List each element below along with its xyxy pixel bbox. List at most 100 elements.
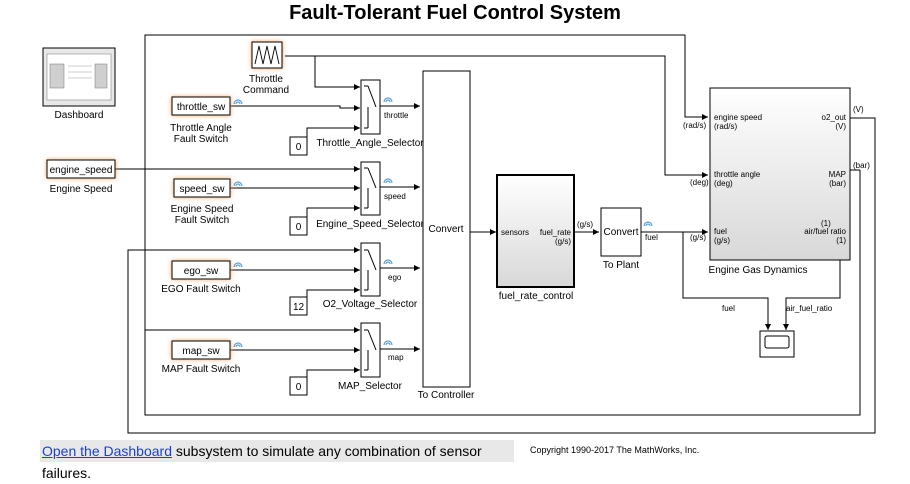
o2-voltage-selector[interactable]: O2_Voltage_Selector [323,242,418,310]
signal-label-throttle: throttle [384,111,409,120]
egd-port-map-unit: (bar) [829,179,846,188]
egd-port-throttle-angle: throttle angle [714,170,761,179]
frc-input-port: sensors [501,228,529,237]
constant-speed[interactable]: 0 [289,216,308,236]
speed-sw-block[interactable]: speed_sw Engine Speed Fault Switch [171,178,234,226]
scope-icon [764,335,790,349]
convert-label: Convert [428,224,463,235]
throttle-command-label-2: Command [243,85,289,96]
egd-port-afr-unit: (1) [836,236,846,245]
map-sw-label: map_sw [182,346,220,357]
egd-port-o2-out-unit: (V) [835,122,846,131]
wireless-icon [383,340,393,346]
wireless-icon [383,178,393,184]
constant-throttle-value: 0 [296,142,302,153]
open-dashboard-link[interactable]: Open the Dashboard [42,443,172,459]
egd-port-fuel: fuel [714,227,727,236]
egd-port-fuel-unit: (g/s) [714,236,730,245]
signal-unit-gs2: (g/s) [690,233,706,242]
convert-small-label: Convert [603,227,638,238]
signal-unit-bar: (bar) [853,161,870,170]
o2-selector-label: O2_Voltage_Selector [323,299,418,310]
to-plant-block[interactable]: Convert To Plant [600,207,642,271]
ego-sw-label: ego_sw [184,266,219,277]
constant-ego[interactable]: 12 [289,296,308,316]
signal-label-map: map [388,353,404,362]
fuel-rate-control-label: fuel_rate_control [499,291,574,302]
dashboard-label: Dashboard [55,110,104,121]
constant-ego-value: 12 [293,302,305,313]
engine-speed-caption: Engine Speed [50,184,113,195]
throttle-command-line [314,56,360,90]
frc-output-port: fuel_rate [540,228,572,237]
signal-unit-v: (V) [853,105,864,114]
egd-port-map: MAP [829,170,846,179]
map-sw-caption: MAP Fault Switch [162,364,241,375]
wireless-icon [383,259,393,265]
engine-speed-to-plant-line [144,34,708,169]
fuel-to-scope-line [682,232,771,330]
signal-unit-gs: (g/s) [577,220,593,229]
throttle-sw-block[interactable]: throttle_sw Throttle Angle Fault Switch [170,96,232,145]
throttle-sw-line [230,105,360,111]
wireless-icon [383,97,393,103]
engine-gas-dynamics-block[interactable]: engine speed (rad/s) throttle angle (deg… [709,87,851,276]
signal-label-fuel: fuel [645,233,658,242]
ego-sw-caption: EGO Fault Switch [161,284,240,295]
throttle-sw-caption-1: Throttle Angle [170,123,232,134]
signal-label-fuel-scope: fuel [722,304,735,313]
constant-map-value: 0 [296,382,302,393]
signal-label-speed: speed [384,192,406,201]
dashboard-block[interactable]: Dashboard [42,47,116,121]
throttle-command-block[interactable]: Throttle Command [243,41,289,96]
throttle-angle-selector[interactable]: Throttle_Angle_Selector [316,79,424,149]
signal-label-ego: ego [388,273,402,282]
egd-port-engine-speed: engine speed [714,113,762,122]
speed-sw-label: speed_sw [179,184,225,195]
constant-map[interactable]: 0 [289,376,308,396]
fuel-rate-control-block[interactable]: sensors fuel_rate (g/s) fuel_rate_contro… [496,174,575,302]
engine-speed-source[interactable]: engine_speed Engine Speed [46,159,116,195]
wireless-icon [643,221,653,227]
speed-sw-caption-1: Engine Speed [171,204,234,215]
throttle-sw-label: throttle_sw [177,102,226,113]
throttle-selector-label: Throttle_Angle_Selector [316,138,424,149]
throttle-sw-caption-2: Fault Switch [174,134,228,145]
to-controller-label: To Controller [418,390,475,401]
sawtooth-icon [254,45,280,65]
signal-unit-deg: (deg) [690,178,709,187]
o2-feedback-line [127,117,876,434]
map-sw-block[interactable]: map_sw MAP Fault Switch [162,340,241,375]
throttle-to-plant-line [285,55,708,178]
egd-port-o2-out: o2_out [822,113,847,122]
scope-block[interactable] [759,330,795,358]
page-title: Fault-Tolerant Fuel Control System [289,2,621,24]
egd-port-throttle-angle-unit: (deg) [714,179,733,188]
wireless-icon [233,181,243,187]
to-plant-label: To Plant [603,260,639,271]
wireless-icon [233,262,243,268]
wireless-icon [233,99,243,105]
signal-unit-rads: (rad/s) [683,121,706,130]
egd-port-engine-speed-unit: (rad/s) [714,122,737,131]
frc-output-unit: (g/s) [555,237,571,246]
engine-speed-source-label: engine_speed [50,165,113,176]
map-feedback-line [144,168,861,416]
speed-sw-caption-2: Fault Switch [175,215,229,226]
wireless-icon [233,342,243,348]
throttle-command-label-1: Throttle [249,74,283,85]
egd-port-afr: air/fuel ratio [804,227,846,236]
map-selector-label: MAP_Selector [338,381,403,392]
engine-speed-selector[interactable]: Engine_Speed_Selector [316,161,425,230]
constant-speed-value: 0 [296,222,302,233]
map-selector[interactable]: MAP_Selector [338,322,403,392]
ego-sw-block[interactable]: ego_sw EGO Fault Switch [161,260,241,295]
block-diagram: Dashboard Throttle Command engine_speed … [42,34,876,434]
copyright: Copyright 1990-2017 The MathWorks, Inc. [530,445,700,455]
engine-gas-dynamics-label: Engine Gas Dynamics [709,265,808,276]
speed-selector-label: Engine_Speed_Selector [316,219,425,230]
constant-throttle[interactable]: 0 [289,136,308,156]
signal-label-afr: air_fuel_ratio [786,304,833,313]
footer-note: Open the Dashboard subsystem to simulate… [40,440,514,481]
to-controller-block[interactable]: Convert To Controller [418,70,475,401]
